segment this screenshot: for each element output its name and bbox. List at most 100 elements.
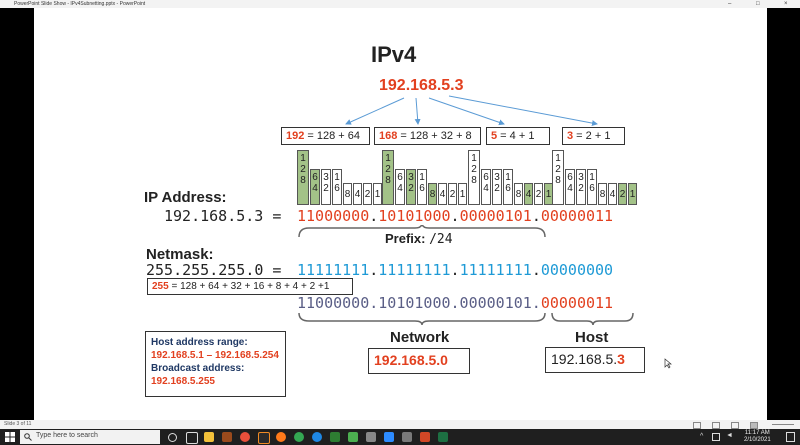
bit-cell-4: 4 bbox=[524, 183, 533, 205]
ip-address-label: IP Address: bbox=[144, 189, 227, 206]
ip-octet-3-bits: 00000101 bbox=[459, 207, 532, 225]
volume-icon[interactable]: ◄ bbox=[726, 432, 733, 439]
host-bits: 00000011 bbox=[540, 294, 614, 312]
bit-cell-32: 32 bbox=[406, 169, 416, 205]
bit-cell-2: 2 bbox=[363, 183, 372, 205]
ip-binary: 11000000.10101000.00000101.00000011 bbox=[297, 207, 614, 225]
ip-octet-4-bits: 00000011 bbox=[540, 207, 614, 225]
clock-time: 11:17 AM bbox=[744, 430, 770, 436]
network-address-box: 192.168.5.0 bbox=[368, 348, 470, 374]
edge-icon[interactable] bbox=[312, 432, 322, 442]
bit-cell-128: 128 bbox=[468, 150, 480, 205]
octet-box-2: 168 = 128 + 32 + 8 bbox=[374, 127, 481, 145]
bit-cell-64: 64 bbox=[310, 169, 320, 205]
zoom-icon[interactable] bbox=[384, 432, 394, 442]
taskbar-search-box[interactable]: Type here to search bbox=[20, 430, 160, 444]
tray-chevron-icon[interactable]: ^ bbox=[700, 433, 704, 440]
bit-cell-16: 16 bbox=[332, 169, 342, 205]
host-range-value: 192.168.5.1 – 192.168.5.254 bbox=[151, 350, 279, 361]
slide-counter: Slide 3 of 11 bbox=[4, 421, 32, 427]
bit-cell-16: 16 bbox=[587, 169, 597, 205]
octet-arrows bbox=[345, 95, 598, 127]
green-app-icon[interactable] bbox=[348, 432, 358, 442]
broadcast-value: 192.168.5.255 bbox=[151, 376, 215, 387]
address-info-box: Host address range: 192.168.5.1 – 192.16… bbox=[145, 331, 286, 397]
network-host-braces bbox=[298, 312, 634, 325]
bit-cell-1: 1 bbox=[373, 183, 382, 205]
search-icon bbox=[24, 433, 32, 441]
file-explorer-icon[interactable] bbox=[204, 432, 214, 442]
clock-date: 2/10/2021 bbox=[744, 437, 771, 443]
bit-cell-8: 8 bbox=[343, 183, 352, 205]
reading-view-icon[interactable] bbox=[731, 422, 739, 429]
ip-octet-2-bits: 10101000 bbox=[378, 207, 451, 225]
bit-cell-32: 32 bbox=[321, 169, 331, 205]
slide-sorter-icon[interactable] bbox=[712, 422, 720, 429]
bit-cell-64: 64 bbox=[395, 169, 405, 205]
normal-view-icon[interactable] bbox=[693, 422, 701, 429]
ip-headline: 192.168.5.3 bbox=[379, 77, 464, 94]
media-app-icon[interactable] bbox=[240, 432, 250, 442]
illustrator-icon[interactable] bbox=[258, 432, 270, 444]
bit-cell-128: 128 bbox=[552, 150, 564, 205]
chrome-icon[interactable] bbox=[294, 432, 304, 442]
window-titlebar: PowerPoint Slide Show - IPv4Subnetting.p… bbox=[0, 0, 800, 8]
excel-icon[interactable] bbox=[438, 432, 448, 442]
slide-title: IPv4 bbox=[371, 42, 417, 67]
taskbar-clock[interactable]: 11:17 AM 2/10/2021 bbox=[744, 430, 771, 444]
powerpoint-status-bar: Slide 3 of 11 bbox=[0, 420, 800, 429]
bit-cell-16: 16 bbox=[417, 169, 427, 205]
bit-cell-4: 4 bbox=[438, 183, 447, 205]
zoom-slider[interactable] bbox=[772, 424, 794, 425]
app-icon-gray[interactable] bbox=[366, 432, 376, 442]
bit-cell-2: 2 bbox=[534, 183, 543, 205]
close-button[interactable]: × bbox=[784, 1, 788, 7]
powerpoint-icon[interactable] bbox=[420, 432, 430, 442]
ip-octet-1-bits: 11000000 bbox=[297, 207, 370, 225]
prefix-label: Prefix: bbox=[385, 231, 426, 246]
host-address-box: 192.168.5.3 bbox=[545, 347, 645, 373]
host-label: Host bbox=[575, 329, 609, 346]
bit-cell-64: 64 bbox=[481, 169, 491, 205]
windows-start-icon[interactable] bbox=[5, 432, 15, 442]
maximize-button[interactable]: □ bbox=[756, 1, 760, 7]
firefox-icon[interactable] bbox=[276, 432, 286, 442]
bit-cell-128: 128 bbox=[297, 150, 309, 205]
bit-cell-2: 2 bbox=[618, 183, 627, 205]
task-view-icon[interactable] bbox=[186, 432, 198, 444]
minimize-button[interactable]: – bbox=[728, 1, 732, 7]
bit-cell-64: 64 bbox=[565, 169, 575, 205]
netmask-dotted: 255.255.255.0 = bbox=[146, 261, 282, 279]
bit-cell-32: 32 bbox=[492, 169, 502, 205]
prefix: Prefix: /24 bbox=[385, 231, 453, 247]
windows-taskbar: Type here to search ^ ◄ 11:17 AM 2/10/20… bbox=[0, 429, 800, 445]
bit-cell-128: 128 bbox=[382, 150, 394, 205]
camtasia-icon[interactable] bbox=[330, 432, 340, 442]
network-icon[interactable] bbox=[712, 433, 720, 441]
slideshow-view-icon[interactable] bbox=[750, 422, 758, 429]
notification-icon[interactable] bbox=[786, 432, 795, 442]
host-range-label: Host address range: bbox=[151, 337, 248, 348]
and-result-binary: 11000000.10101000.00000101.00000011 bbox=[297, 294, 613, 312]
bit-cell-4: 4 bbox=[353, 183, 362, 205]
netmask-binary: 11111111.11111111.11111111.00000000 bbox=[297, 261, 614, 279]
netmask-label: Netmask: bbox=[146, 246, 214, 263]
prefix-brace bbox=[298, 225, 546, 238]
bit-cell-8: 8 bbox=[514, 183, 523, 205]
cortana-icon[interactable] bbox=[168, 433, 177, 442]
bit-cell-1: 1 bbox=[458, 183, 467, 205]
app-icon-dark[interactable] bbox=[402, 432, 412, 442]
bit-cell-8: 8 bbox=[598, 183, 607, 205]
bit-cell-1: 1 bbox=[628, 183, 637, 205]
window-title: PowerPoint Slide Show - IPv4Subnetting.p… bbox=[14, 1, 146, 7]
prefix-value: /24 bbox=[429, 232, 453, 247]
network-bits: 11000000.10101000.00000101. bbox=[297, 294, 541, 312]
paint-icon[interactable] bbox=[222, 432, 232, 442]
bit-cell-16: 16 bbox=[503, 169, 513, 205]
bit-cell-32: 32 bbox=[576, 169, 586, 205]
octet-box-4: 3 = 2 + 1 bbox=[562, 127, 625, 145]
octet-box-3: 5 = 4 + 1 bbox=[486, 127, 550, 145]
ip-dotted: 192.168.5.3 = bbox=[164, 207, 282, 225]
octet-box-1: 192 = 128 + 64 bbox=[281, 127, 370, 145]
mouse-cursor-icon bbox=[664, 358, 672, 369]
